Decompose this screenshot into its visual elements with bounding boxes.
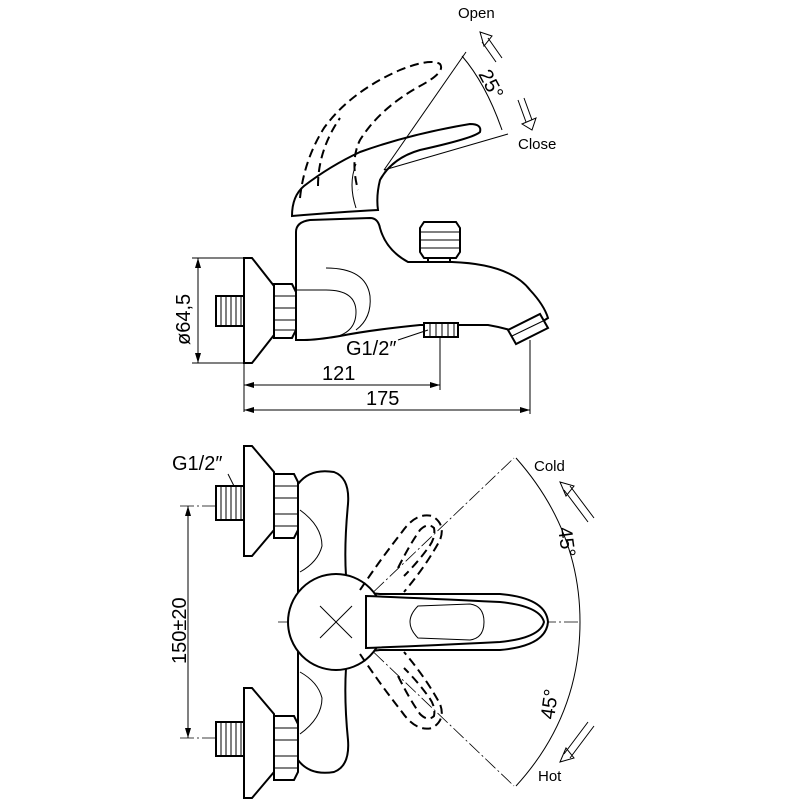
label-hot: Hot: [538, 768, 562, 785]
side-diverter-knob: [419, 221, 461, 263]
open-arrow-icon: [479, 31, 503, 63]
dim-diameter: [192, 257, 244, 364]
label-cold: Cold: [534, 458, 565, 475]
dim-150: [185, 506, 191, 738]
label-121: 121: [322, 363, 355, 385]
side-handle-open: [299, 61, 442, 199]
top-connection-lower: [215, 687, 299, 799]
top-connection-upper: [215, 445, 299, 557]
label-open: Open: [458, 5, 495, 22]
side-hex-nut: [273, 283, 297, 339]
cold-arrow-icon: [559, 481, 595, 523]
top-view: Cold Hot 45° 45° G1/2″ 150±20: [169, 445, 595, 799]
label-angle-25: 25°: [474, 66, 508, 103]
dim-175: [244, 340, 531, 414]
label-150: 150±20: [169, 597, 191, 664]
top-handle-center: [287, 573, 546, 671]
hot-arrow-icon: [559, 721, 595, 763]
side-wall-flange: [243, 257, 275, 364]
label-diameter: ø64,5: [173, 294, 195, 345]
dim-121: [243, 337, 441, 412]
label-angle-cold: 45°: [553, 526, 579, 559]
side-threaded-connector: [215, 295, 245, 327]
top-handle-cold: [359, 514, 443, 593]
label-175: 175: [366, 388, 399, 410]
side-aerator: [506, 312, 550, 346]
label-thread-side: G1/2″: [346, 338, 396, 360]
top-handle-hot: [359, 651, 443, 730]
label-close: Close: [518, 136, 556, 153]
label-angle-hot: 45°: [537, 688, 563, 721]
side-body: [295, 216, 550, 341]
side-outlet-thread: [423, 322, 459, 338]
label-thread-top: G1/2″: [172, 453, 222, 475]
side-view: Open Close 25° ø64,5 G1/2″ 121: [173, 5, 556, 414]
close-arrow-icon: [517, 97, 537, 131]
side-handle-closed: [290, 122, 482, 218]
